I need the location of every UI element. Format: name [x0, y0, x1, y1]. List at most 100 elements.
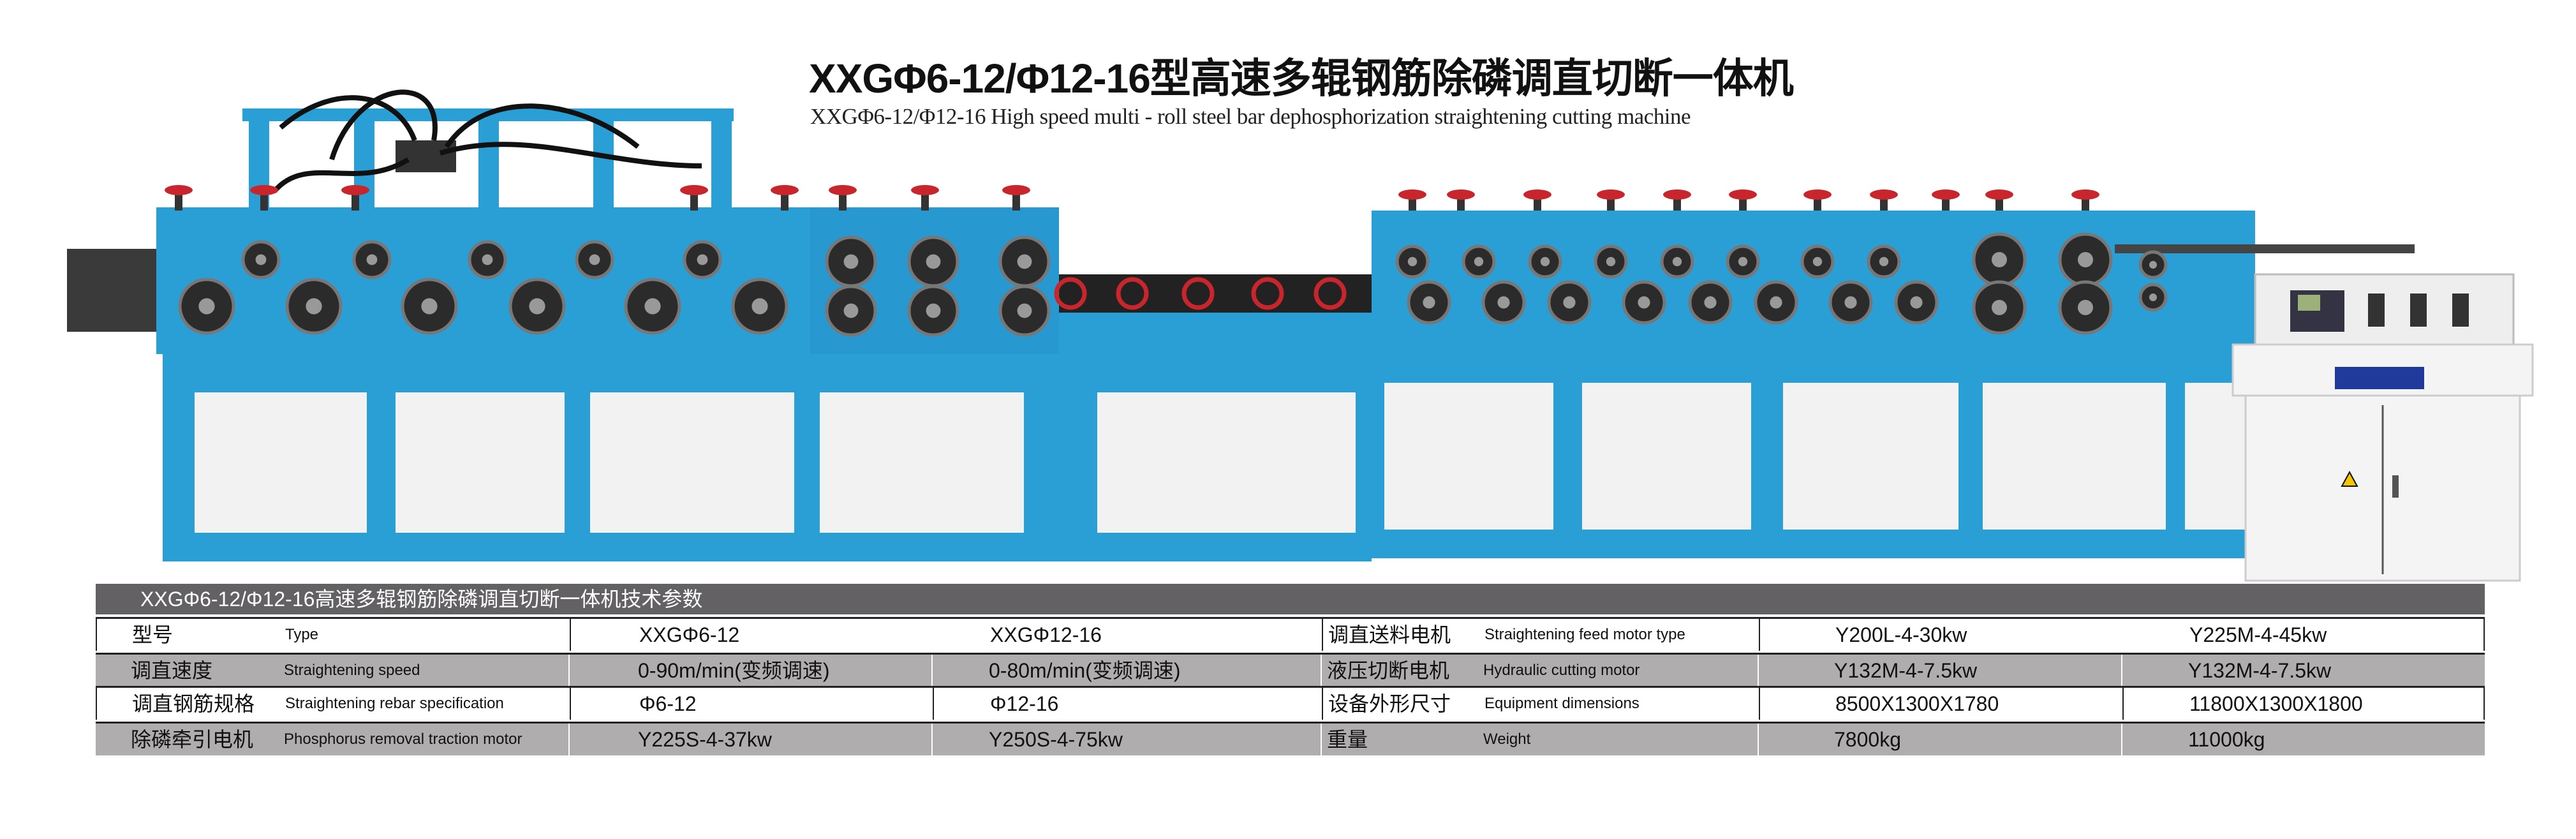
- roller-hub: [2078, 252, 2093, 267]
- value-model-1: 8500X1300X1780: [1835, 692, 1999, 715]
- handwheel-icon: [1870, 189, 1898, 200]
- roller-hub: [1879, 256, 1889, 267]
- handwheel-icon: [680, 185, 708, 195]
- column-divider: [2121, 655, 2122, 687]
- param-name-en: Type: [285, 626, 319, 643]
- cabinet-panel: [1097, 392, 1356, 533]
- roller-hub: [926, 303, 941, 318]
- cabinet-panel: [820, 392, 1024, 533]
- upper-frame: [1372, 211, 2255, 354]
- value-model-1: 7800kg: [1834, 728, 1901, 751]
- handwheel-icon: [1803, 189, 1832, 200]
- roller-hub: [1704, 296, 1717, 309]
- roller-hub: [1563, 296, 1576, 309]
- control-cabinet: [2232, 273, 2534, 582]
- roller-hub: [1606, 256, 1616, 267]
- right-straightening-unit: [1372, 211, 2415, 558]
- handwheel-icon: [2071, 189, 2099, 200]
- roller-hub: [1540, 256, 1550, 267]
- column-divider: [1759, 619, 1760, 651]
- value-model-2: 0-80m/min(变频调速): [989, 659, 1181, 682]
- handwheel-icon: [1447, 189, 1475, 200]
- handwheel-stem: [921, 190, 929, 211]
- roller-hub: [255, 254, 267, 265]
- column-divider: [1758, 724, 1759, 755]
- column-divider: [1759, 688, 1760, 720]
- column-divider: [2121, 724, 2122, 755]
- param-name-en: Hydraulic cutting motor: [1483, 662, 1640, 679]
- roller-hub: [1017, 303, 1032, 318]
- handwheel-icon: [1251, 277, 1284, 310]
- roller-hub: [421, 298, 438, 315]
- param-name-cn: 除磷牵引电机: [131, 728, 254, 751]
- value-model-1: 0-90m/min(变频调速): [638, 659, 830, 682]
- param-name-en: Straightening speed: [284, 662, 420, 679]
- spec-table-row: 调直速度 Straightening speed 0-90m/min(变频调速) 0-…: [96, 653, 2485, 687]
- cabinet-panel: [396, 392, 565, 533]
- handwheel-stem: [260, 190, 268, 211]
- roller-hub: [697, 254, 708, 265]
- handwheel-stem: [690, 190, 698, 211]
- cabinet-panel: [1384, 383, 1553, 530]
- roller-hub: [1844, 296, 1857, 309]
- roller-hub: [1474, 256, 1484, 267]
- roller-hub: [1497, 296, 1510, 309]
- param-name-cn: 重量: [1327, 728, 1368, 751]
- handwheel-icon: [1729, 189, 1757, 200]
- value-model-2: XXGΦ12-16: [990, 623, 1102, 646]
- plc-screen: [2298, 295, 2320, 311]
- inverter-display: [2410, 293, 2427, 327]
- handwheel-stem: [781, 190, 788, 211]
- roller-hub: [926, 254, 941, 269]
- param-name-cn: 调直速度: [131, 659, 213, 682]
- column-divider: [933, 688, 934, 720]
- cabinet-panel: [1983, 383, 2166, 530]
- param-name-en: Straightening feed motor type: [1484, 626, 1685, 643]
- handwheel-icon: [250, 185, 278, 195]
- roller-hub: [529, 298, 545, 315]
- handwheel-icon: [771, 185, 799, 195]
- handwheel-icon: [1054, 277, 1087, 310]
- value-model-2: Y250S-4-75kw: [989, 728, 1123, 751]
- roller-hub: [1672, 256, 1682, 267]
- cabinet-panel: [195, 392, 367, 533]
- handwheel-icon: [1523, 189, 1551, 200]
- roller-hub: [1407, 256, 1418, 267]
- column-divider: [931, 724, 933, 755]
- param-name-en: Equipment dimensions: [1484, 695, 1640, 712]
- roller-hub: [1910, 296, 1923, 309]
- value-model-1: Φ6-12: [639, 692, 697, 715]
- value-model-1: XXGΦ6-12: [639, 623, 740, 646]
- page-title: XXGΦ6-12/Φ12-16型高速多辊钢筋除磷调直切断一体机: [809, 56, 1794, 101]
- handwheel-icon: [341, 185, 369, 195]
- value-model-2: Y225M-4-45kw: [2189, 623, 2327, 646]
- param-name-cn: 设备外形尺寸: [1328, 692, 1451, 715]
- roller-hub: [843, 303, 859, 318]
- handwheel-stem: [1012, 190, 1020, 211]
- roller-hub: [589, 254, 600, 265]
- roller-hub: [1992, 300, 2007, 315]
- roller-hub: [1992, 252, 2007, 267]
- handwheel-icon: [1181, 277, 1215, 310]
- value-model-1: Y200L-4-30kw: [1835, 623, 1967, 646]
- column-divider: [931, 655, 933, 687]
- handwheel-icon: [1116, 277, 1149, 310]
- roller-hub: [2078, 300, 2093, 315]
- column-divider: [2122, 688, 2124, 720]
- cabinet-panel: [1783, 383, 1958, 530]
- param-name-en: Weight: [1483, 731, 1531, 748]
- roller-hub: [2149, 261, 2157, 269]
- handwheel-icon: [1314, 277, 1347, 310]
- value-model-2: 11800X1300X1800: [2189, 692, 2363, 715]
- top-rod: [2115, 244, 2415, 253]
- handwheel-icon: [1663, 189, 1691, 200]
- param-name-cn: 型号: [132, 623, 174, 646]
- roller-hub: [306, 298, 322, 315]
- roller-hub: [1638, 296, 1650, 309]
- value-model-2: 11000kg: [2188, 728, 2265, 751]
- value-model-2: Y132M-4-7.5kw: [2188, 659, 2332, 682]
- frame-band: [163, 354, 1059, 392]
- roller-hub: [644, 298, 661, 315]
